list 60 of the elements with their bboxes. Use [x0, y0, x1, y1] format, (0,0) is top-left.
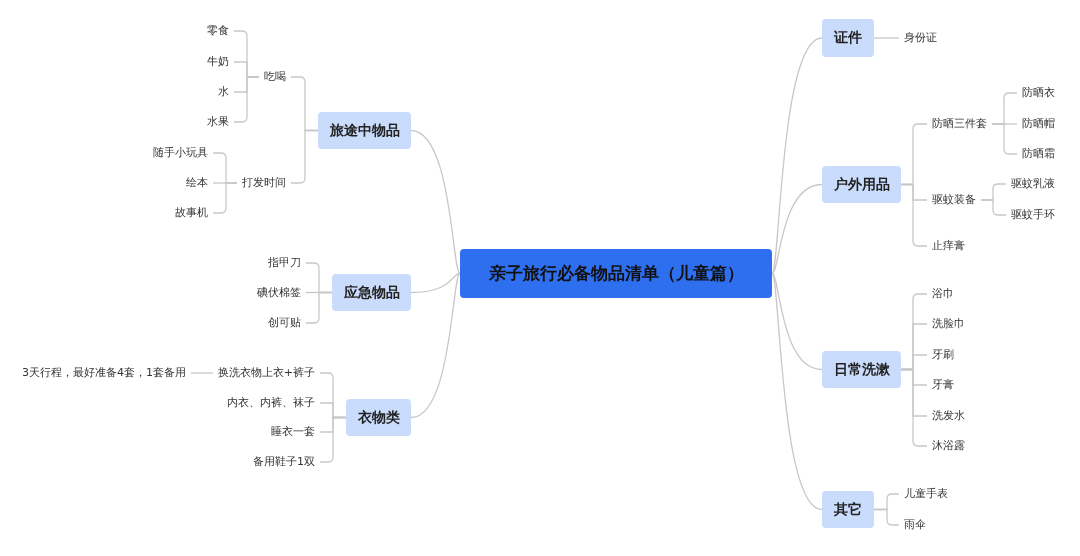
connector-line: [991, 123, 1018, 155]
topic-text: 创可贴: [263, 315, 306, 331]
topic-text: 备用鞋子1双: [248, 454, 320, 470]
topic-text: 随手小玩具: [148, 145, 213, 161]
topic-text: 3天行程，最好准备4套，1套备用: [17, 365, 191, 381]
topic-text: 零食: [202, 23, 234, 39]
topic-text: 驱蚊装备: [927, 192, 981, 208]
connector-line: [290, 129, 319, 184]
connector-line: [305, 291, 333, 324]
topic-text: 水: [213, 84, 234, 100]
topic-text: 防晒三件套: [927, 116, 992, 132]
topic-text: 吃喝: [259, 69, 291, 85]
topic-box: 户外用品: [822, 166, 901, 203]
topic-text: 洗发水: [927, 408, 970, 424]
topic-text: 指甲刀: [263, 255, 306, 271]
topic-box: 应急物品: [332, 274, 411, 311]
connector-line: [771, 37, 823, 275]
connector-line: [410, 272, 461, 419]
central-topic-box: 亲子旅行必备物品清单（儿童篇）: [460, 249, 772, 298]
topic-text: 防晒帽: [1017, 116, 1060, 132]
connector-line: [771, 183, 823, 275]
topic-text: 止痒膏: [927, 238, 970, 254]
topic-text: 故事机: [170, 205, 213, 221]
connector-line: [233, 76, 260, 123]
connector-line: [771, 272, 823, 371]
topic-text: 睡衣一套: [266, 424, 320, 440]
topic-text: 水果: [202, 114, 234, 130]
connector-line: [900, 183, 928, 247]
topic-text: 碘伏棉签: [252, 285, 306, 301]
topic-text: 儿童手表: [899, 486, 953, 502]
topic-text: 驱蚊乳液: [1006, 176, 1060, 192]
topic-text: 换洗衣物上衣+裤子: [212, 365, 320, 381]
topic-text: 驱蚊手环: [1006, 207, 1060, 223]
topic-box: 旅途中物品: [318, 112, 411, 149]
topic-text: 身份证: [899, 30, 942, 46]
connector-line: [212, 182, 238, 214]
topic-text: 沐浴露: [927, 438, 970, 454]
connector-line: [980, 199, 1007, 216]
connector-line: [410, 272, 461, 294]
connector-line: [873, 37, 900, 39]
topic-text: 绘本: [181, 175, 213, 191]
topic-box: 衣物类: [346, 399, 411, 436]
topic-text: 防晒衣: [1017, 85, 1060, 101]
topic-text: 牛奶: [202, 54, 234, 70]
topic-text: 牙膏: [927, 377, 959, 393]
topic-text: 内衣、内裤、袜子: [222, 395, 320, 411]
connector-line: [873, 508, 900, 526]
topic-box: 其它: [822, 491, 874, 528]
topic-text: 牙刷: [927, 347, 959, 363]
topic-box: 日常洗漱: [822, 351, 901, 388]
topic-text: 防晒霜: [1017, 146, 1060, 162]
connector-line: [319, 416, 347, 463]
topic-text: 洗脸巾: [927, 316, 970, 332]
topic-text: 雨伞: [899, 517, 931, 533]
topic-text: 浴巾: [927, 286, 959, 302]
topic-text: 打发时间: [237, 175, 291, 191]
topic-box: 证件: [822, 19, 874, 57]
connector-line: [900, 368, 928, 447]
connector-line: [410, 129, 461, 275]
connector-line: [190, 372, 214, 374]
